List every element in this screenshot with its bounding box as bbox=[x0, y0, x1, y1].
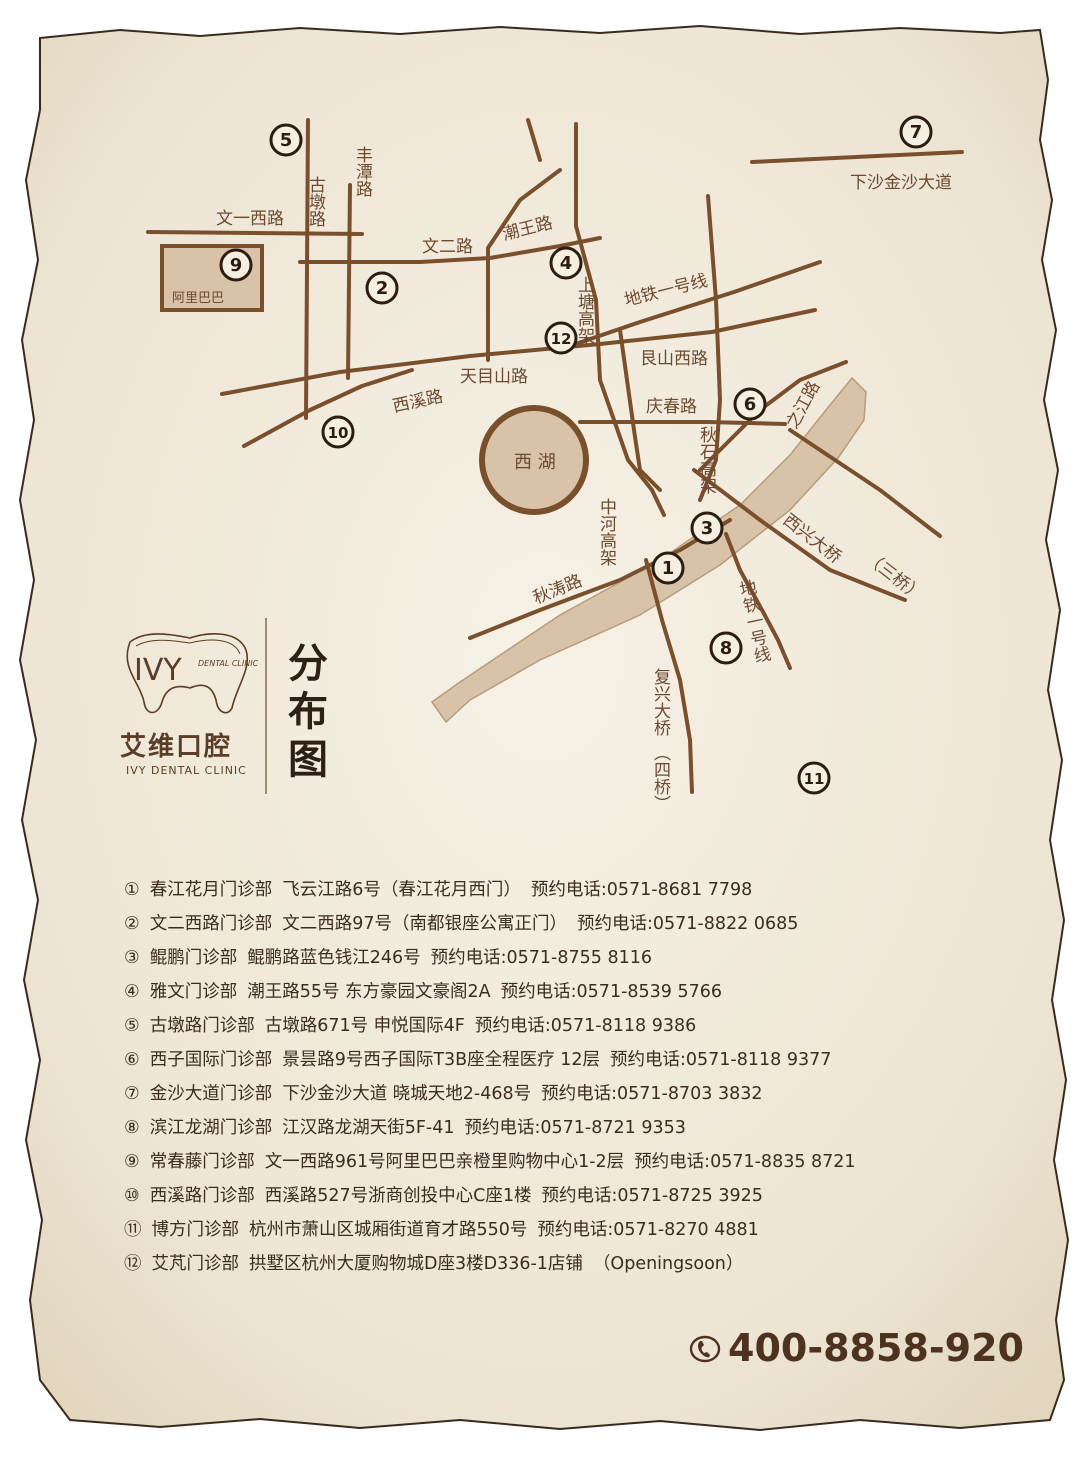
title-char: 布 bbox=[288, 689, 328, 735]
road-label: 中河高架 bbox=[596, 498, 617, 566]
clinic-markers: 1 2 3 4 5 6 7 8 9 10 11 12 bbox=[219, 115, 933, 795]
hotline-number: 400-8858-920 bbox=[728, 1326, 1024, 1370]
road-label: 艮山西路 bbox=[640, 349, 708, 369]
logo-name-cn: 艾维口腔 bbox=[120, 732, 233, 762]
road-label: 丰潭路 bbox=[352, 146, 373, 197]
svg-text:10: 10 bbox=[328, 424, 349, 442]
road-label: 秋石高架 bbox=[696, 426, 717, 494]
road-label: 复兴大桥 bbox=[650, 668, 671, 736]
marker-6[interactable]: 6 bbox=[733, 387, 767, 421]
marker-4[interactable]: 4 bbox=[549, 246, 583, 280]
svg-text:5: 5 bbox=[280, 130, 293, 151]
marker-9[interactable]: 9 bbox=[219, 248, 253, 282]
marker-5[interactable]: 5 bbox=[269, 123, 303, 157]
title-char: 分 bbox=[288, 641, 328, 687]
divider bbox=[265, 618, 267, 794]
svg-text:DENTAL CLINIC: DENTAL CLINIC bbox=[198, 659, 258, 668]
road-label: 文二路 bbox=[422, 237, 473, 257]
svg-text:8: 8 bbox=[720, 638, 733, 659]
svg-text:9: 9 bbox=[230, 255, 243, 276]
road-label: 下沙金沙大道 bbox=[850, 173, 952, 193]
road-label: 上塘高架 bbox=[574, 276, 595, 344]
phone-icon bbox=[689, 1335, 721, 1363]
svg-text:12: 12 bbox=[551, 330, 572, 348]
marker-2[interactable]: 2 bbox=[365, 271, 399, 305]
svg-text:11: 11 bbox=[804, 770, 825, 788]
road-labels: 文一西路 古墩路 丰潭路 文二路 潮王路 上塘高架 地铁一号线 天目山路 艮山西… bbox=[172, 146, 952, 812]
svg-text:4: 4 bbox=[560, 253, 573, 274]
logo-name-en: IVY DENTAL CLINIC bbox=[126, 764, 247, 777]
road-label: 文一西路 bbox=[216, 209, 284, 229]
road-label: 古墩路 bbox=[305, 176, 326, 227]
marker-10[interactable]: 10 bbox=[321, 415, 355, 449]
title-char: 图 bbox=[288, 737, 328, 783]
svg-text:6: 6 bbox=[744, 394, 757, 415]
road-label: （四桥） bbox=[650, 744, 671, 812]
marker-7[interactable]: 7 bbox=[899, 115, 933, 149]
page-title: 分 布 图 bbox=[285, 640, 331, 784]
alibaba-label: 阿里巴巴 bbox=[172, 291, 224, 306]
svg-text:2: 2 bbox=[376, 278, 389, 299]
west-lake bbox=[479, 405, 589, 515]
marker-8[interactable]: 8 bbox=[709, 631, 743, 665]
hotline[interactable]: 400-8858-920 bbox=[688, 1326, 1024, 1370]
svg-text:IVY: IVY bbox=[134, 653, 182, 688]
marker-1[interactable]: 1 bbox=[651, 551, 685, 585]
svg-text:7: 7 bbox=[910, 122, 923, 143]
road-network bbox=[146, 118, 964, 794]
lake-label: 西 湖 bbox=[514, 452, 556, 473]
marker-12[interactable]: 12 bbox=[544, 321, 578, 355]
road-label: 庆春路 bbox=[646, 397, 697, 417]
svg-text:1: 1 bbox=[662, 558, 675, 579]
ivy-logo: IVY DENTAL CLINIC bbox=[118, 628, 266, 793]
tooth-logo-icon: IVY DENTAL CLINIC bbox=[126, 633, 259, 714]
marker-11[interactable]: 11 bbox=[797, 761, 831, 795]
marker-3[interactable]: 3 bbox=[690, 511, 724, 545]
svg-text:3: 3 bbox=[701, 518, 714, 539]
road-label: 天目山路 bbox=[460, 367, 528, 387]
